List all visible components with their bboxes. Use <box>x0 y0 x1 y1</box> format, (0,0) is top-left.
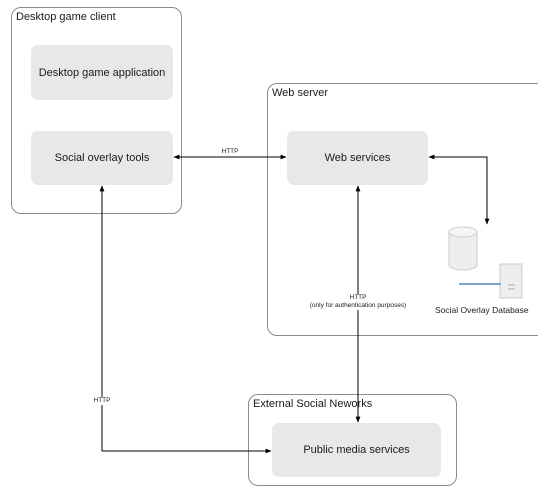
overlay-web-http-text: HTTP <box>221 148 239 155</box>
web-database-connector <box>428 154 490 225</box>
external-social-networks-title: External Social Neworks <box>253 398 373 410</box>
web-server-container: Web server <box>267 83 538 336</box>
overlay-web-http-label: HTTP <box>218 148 242 157</box>
desktop-game-client-title: Desktop game client <box>16 11 116 23</box>
overlay-media-http-text: HTTP <box>93 397 111 404</box>
web-media-http-label: HTTP (only for authentication purposes) <box>296 294 420 311</box>
server-tower-shape <box>499 263 523 299</box>
social-overlay-tools-node: Social overlay tools <box>31 131 173 185</box>
web-services-node: Web services <box>287 131 428 185</box>
social-overlay-database-label: Social Overlay Database <box>435 305 529 315</box>
database-cylinder-shape <box>448 232 478 271</box>
public-media-services-label: Public media services <box>303 444 410 456</box>
database-icon <box>448 226 523 299</box>
social-overlay-tools-label: Social overlay tools <box>54 152 150 164</box>
web-services-label: Web services <box>324 152 391 164</box>
web-media-http-text: HTTP <box>349 294 367 301</box>
public-media-services-node: Public media services <box>272 423 441 477</box>
desktop-game-application-node: Desktop game application <box>31 45 173 100</box>
web-media-purpose-text: (only for authentication purposes) <box>309 302 407 310</box>
overlay-media-http-label: HTTP <box>88 397 116 406</box>
overlay-media-connector <box>99 185 272 454</box>
web-server-title: Web server <box>272 87 329 99</box>
desktop-game-application-label: Desktop game application <box>38 66 166 79</box>
